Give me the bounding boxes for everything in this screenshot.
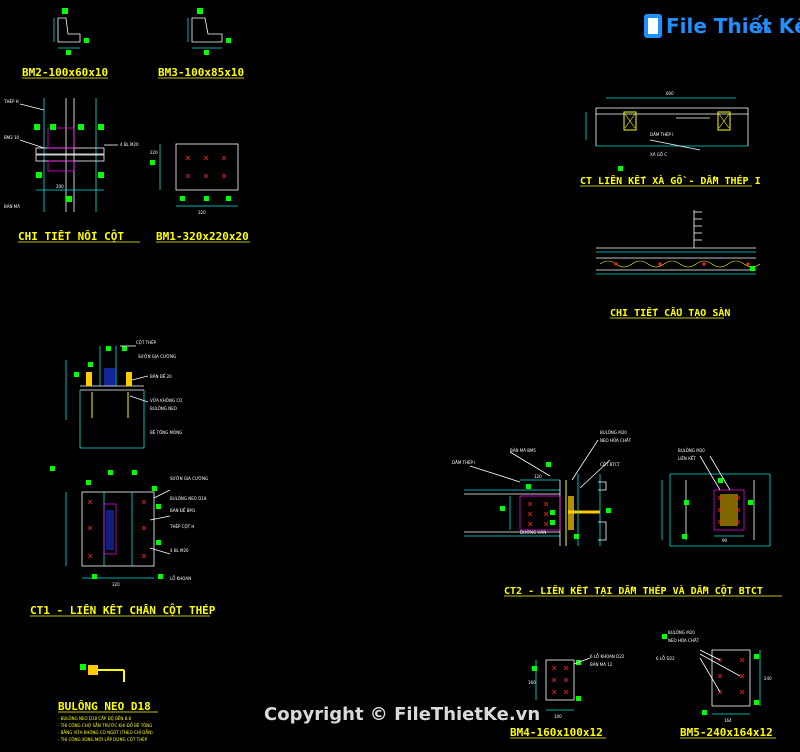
copyright-watermark: Copyright © FileThietKe.vn [264,704,540,725]
svg-text:LỖ KHOAN: LỖ KHOAN [170,576,191,581]
svg-text:BÊ TÔNG MÓNG: BÊ TÔNG MÓNG [150,430,182,435]
svg-text:BM2 10: BM2 10 [4,135,20,140]
svg-text:BẢN ĐẾ BM1: BẢN ĐẾ BM1 [170,507,196,513]
beam-column-connection-elevation: 120 DẦM THÉP I BẢN MÃ BM5 BULÔNG M20 NEO… [452,430,632,546]
bm1-plate-detail: 320 220 BM1-320x220x20 [150,143,250,243]
bm4-dim-100: 100 [554,714,562,719]
ct2-title: CT2 - LIÊN KẾT TẠI DẦM THÉP VÀ DẦM CỘT B… [504,583,763,597]
svg-text:CỘT THÉP: CỘT THÉP [136,340,157,345]
bm5-dim-240: 240 [764,676,772,681]
splice-dim-200: 200 [56,184,64,189]
bm2-plate-detail: BM2-100x60x10 [22,8,108,79]
anchor-bolt-title: BULÔNG NEO D18 [58,700,151,713]
svg-text:DẦM THÉP I: DẦM THÉP I [452,460,475,465]
anchor-note-4: - THI CÔNG XONG MỚI LẮP DỰNG CỘT THÉP [58,737,148,742]
column-base-plan: 320 SƯỜN GIA CƯỜNG BULÔNG NEO D18 BẢN ĐẾ… [30,466,216,617]
svg-text:BẢN MÃ BM5: BẢN MÃ BM5 [510,448,536,453]
svg-text:NEO HÓA CHẤT: NEO HÓA CHẤT [668,638,700,643]
bm3-title: BM3-100x85x10 [158,66,244,79]
column-splice-title: CHI TIẾT NỐI CỘT [18,229,124,243]
svg-text:4 BL M20: 4 BL M20 [120,142,139,147]
ct2-dim-120: 120 [534,474,542,479]
svg-text:CỘT BTCT: CỘT BTCT [600,462,620,467]
ct1-dim-320: 320 [112,582,120,587]
logo-domain: .vn [752,23,771,36]
bm1-dim-220: 220 [150,150,158,155]
svg-text:4 BL M20: 4 BL M20 [170,548,189,553]
file-thiet-ke-logo: File Thiết Kế .vn [644,14,800,38]
floor-slab-detail: CHI TIẾT CẤU TẠO SÀN [596,210,761,319]
purlin-dim-600: 600 [666,91,674,96]
svg-text:BULÔNG M20: BULÔNG M20 [678,448,705,453]
bm4-dim-160: 160 [528,680,536,685]
ct1-title: CT1 - LIÊN KẾT CHÂN CỘT THÉP [30,603,216,617]
svg-text:NEO HÓA CHẤT: NEO HÓA CHẤT [600,438,632,443]
svg-text:6 LỖ KHOAN D22: 6 LỖ KHOAN D22 [590,654,625,659]
svg-text:BẢN ĐẾ 20: BẢN ĐẾ 20 [150,373,172,379]
purlin-beam-connection-detail: 600 DẦM THÉP I XÀ GỒ C CT LIÊN KẾT XÀ GỒ… [580,91,761,187]
svg-text:BẢN MÃ: BẢN MÃ [4,204,20,209]
svg-text:SƯỜN GIA CƯỜNG: SƯỜN GIA CƯỜNG [138,354,176,359]
svg-text:DẦM THÉP I: DẦM THÉP I [650,132,673,137]
svg-text:BẢN MÃ 12: BẢN MÃ 12 [590,662,613,667]
bm1-dim-320: 320 [198,210,206,215]
logo-text: File Thiết Kế [666,14,800,38]
svg-text:VỮA KHÔNG CO: VỮA KHÔNG CO [150,398,182,403]
bm5-plate-detail: 164 240 BULÔNG M20 NEO HÓA CHẤT 6 LỖ D22… [656,630,776,739]
svg-text:THÉP CỘT H: THÉP CỘT H [169,524,194,529]
anchor-bolt-detail: BULÔNG NEO D18 - BULÔNG NEO D18 CẤP ĐỘ B… [58,664,158,742]
svg-text:LIÊN KẾT: LIÊN KẾT [678,455,696,461]
anchor-note-2: - THI CÔNG CHỜ SẴN TRƯỚC KHI ĐỔ BÊ TÔNG [58,723,152,728]
column-base-elevation: CỘT THÉP SƯỜN GIA CƯỜNG BẢN ĐẾ 20 VỮA KH… [65,340,182,449]
bm5-dim-164: 164 [724,718,732,723]
svg-text:BULÔNG NEO D18: BULÔNG NEO D18 [170,496,207,501]
logo-icon-sheet [648,18,658,34]
slab-title: CHI TIẾT CẤU TẠO SÀN [610,306,730,319]
svg-text:BULÔNG NEO: BULÔNG NEO [150,406,177,411]
svg-text:ĐƯỜNG HÀN: ĐƯỜNG HÀN [520,530,546,535]
bm1-title: BM1-320x220x20 [156,230,249,243]
svg-text:BULÔNG M20: BULÔNG M20 [668,630,695,635]
anchor-note-1: - BULÔNG NEO D18 CẤP ĐỘ BỀN 8.8 [58,716,131,721]
bm2-title: BM2-100x60x10 [22,66,108,79]
beam-column-connection-plan: 90 BULÔNG M20 LIÊN KẾT CT2 - LIÊN KẾT TẠ… [504,448,782,597]
svg-text:BULÔNG M20: BULÔNG M20 [600,430,627,435]
anchor-note-3: - BẰNG VỮA KHÔNG CO NGÓT (THEO CHỈ DẪN) [58,730,153,735]
svg-text:6 LỖ D22: 6 LỖ D22 [656,656,675,661]
bm3-plate-detail: BM3-100x85x10 [158,8,244,79]
bm4-plate-detail: 100 160 6 LỖ KHOAN D22 BẢN MÃ 12 BM4-160… [510,654,625,739]
svg-text:SƯỜN GIA CƯỜNG: SƯỜN GIA CƯỜNG [170,476,208,481]
column-splice-detail: 200 THÉP H BM2 10 BẢN MÃ 4 BL M20 CHI TI… [3,98,140,243]
bm4-title: BM4-160x100x12 [510,726,603,739]
purlin-title: CT LIÊN KẾT XÀ GỒ - DẦM THÉP I [580,174,761,187]
svg-text:XÀ GỒ C: XÀ GỒ C [650,152,667,157]
bm5-title: BM5-240x164x12 [680,726,773,739]
svg-text:THÉP H: THÉP H [3,99,19,104]
ct2-plan-dim-90: 90 [722,538,728,543]
